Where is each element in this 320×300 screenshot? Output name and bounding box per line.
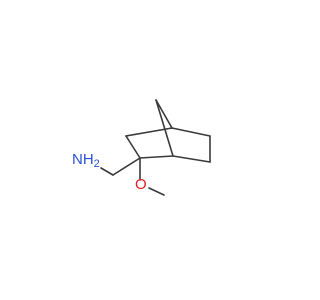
amine-label: NH2 — [72, 151, 100, 170]
bond-o-ch3 — [148, 187, 165, 196]
oxygen-label: O — [135, 176, 147, 193]
bond-c2-c3 — [125, 135, 141, 159]
bond-c1-c2 — [139, 155, 174, 159]
amine-nh-text: NH — [72, 151, 94, 168]
structure-canvas: NH2 O — [72, 99, 211, 196]
bond-ch2-n — [100, 167, 114, 176]
bond-c6-c1 — [172, 155, 211, 163]
bond-c2-ch2 — [112, 157, 141, 176]
amine-subscript-text: 2 — [94, 158, 100, 170]
bond-c1-c7 — [155, 99, 174, 157]
bond-c7-c4 — [155, 99, 173, 129]
bond-c4-c5 — [171, 127, 211, 137]
